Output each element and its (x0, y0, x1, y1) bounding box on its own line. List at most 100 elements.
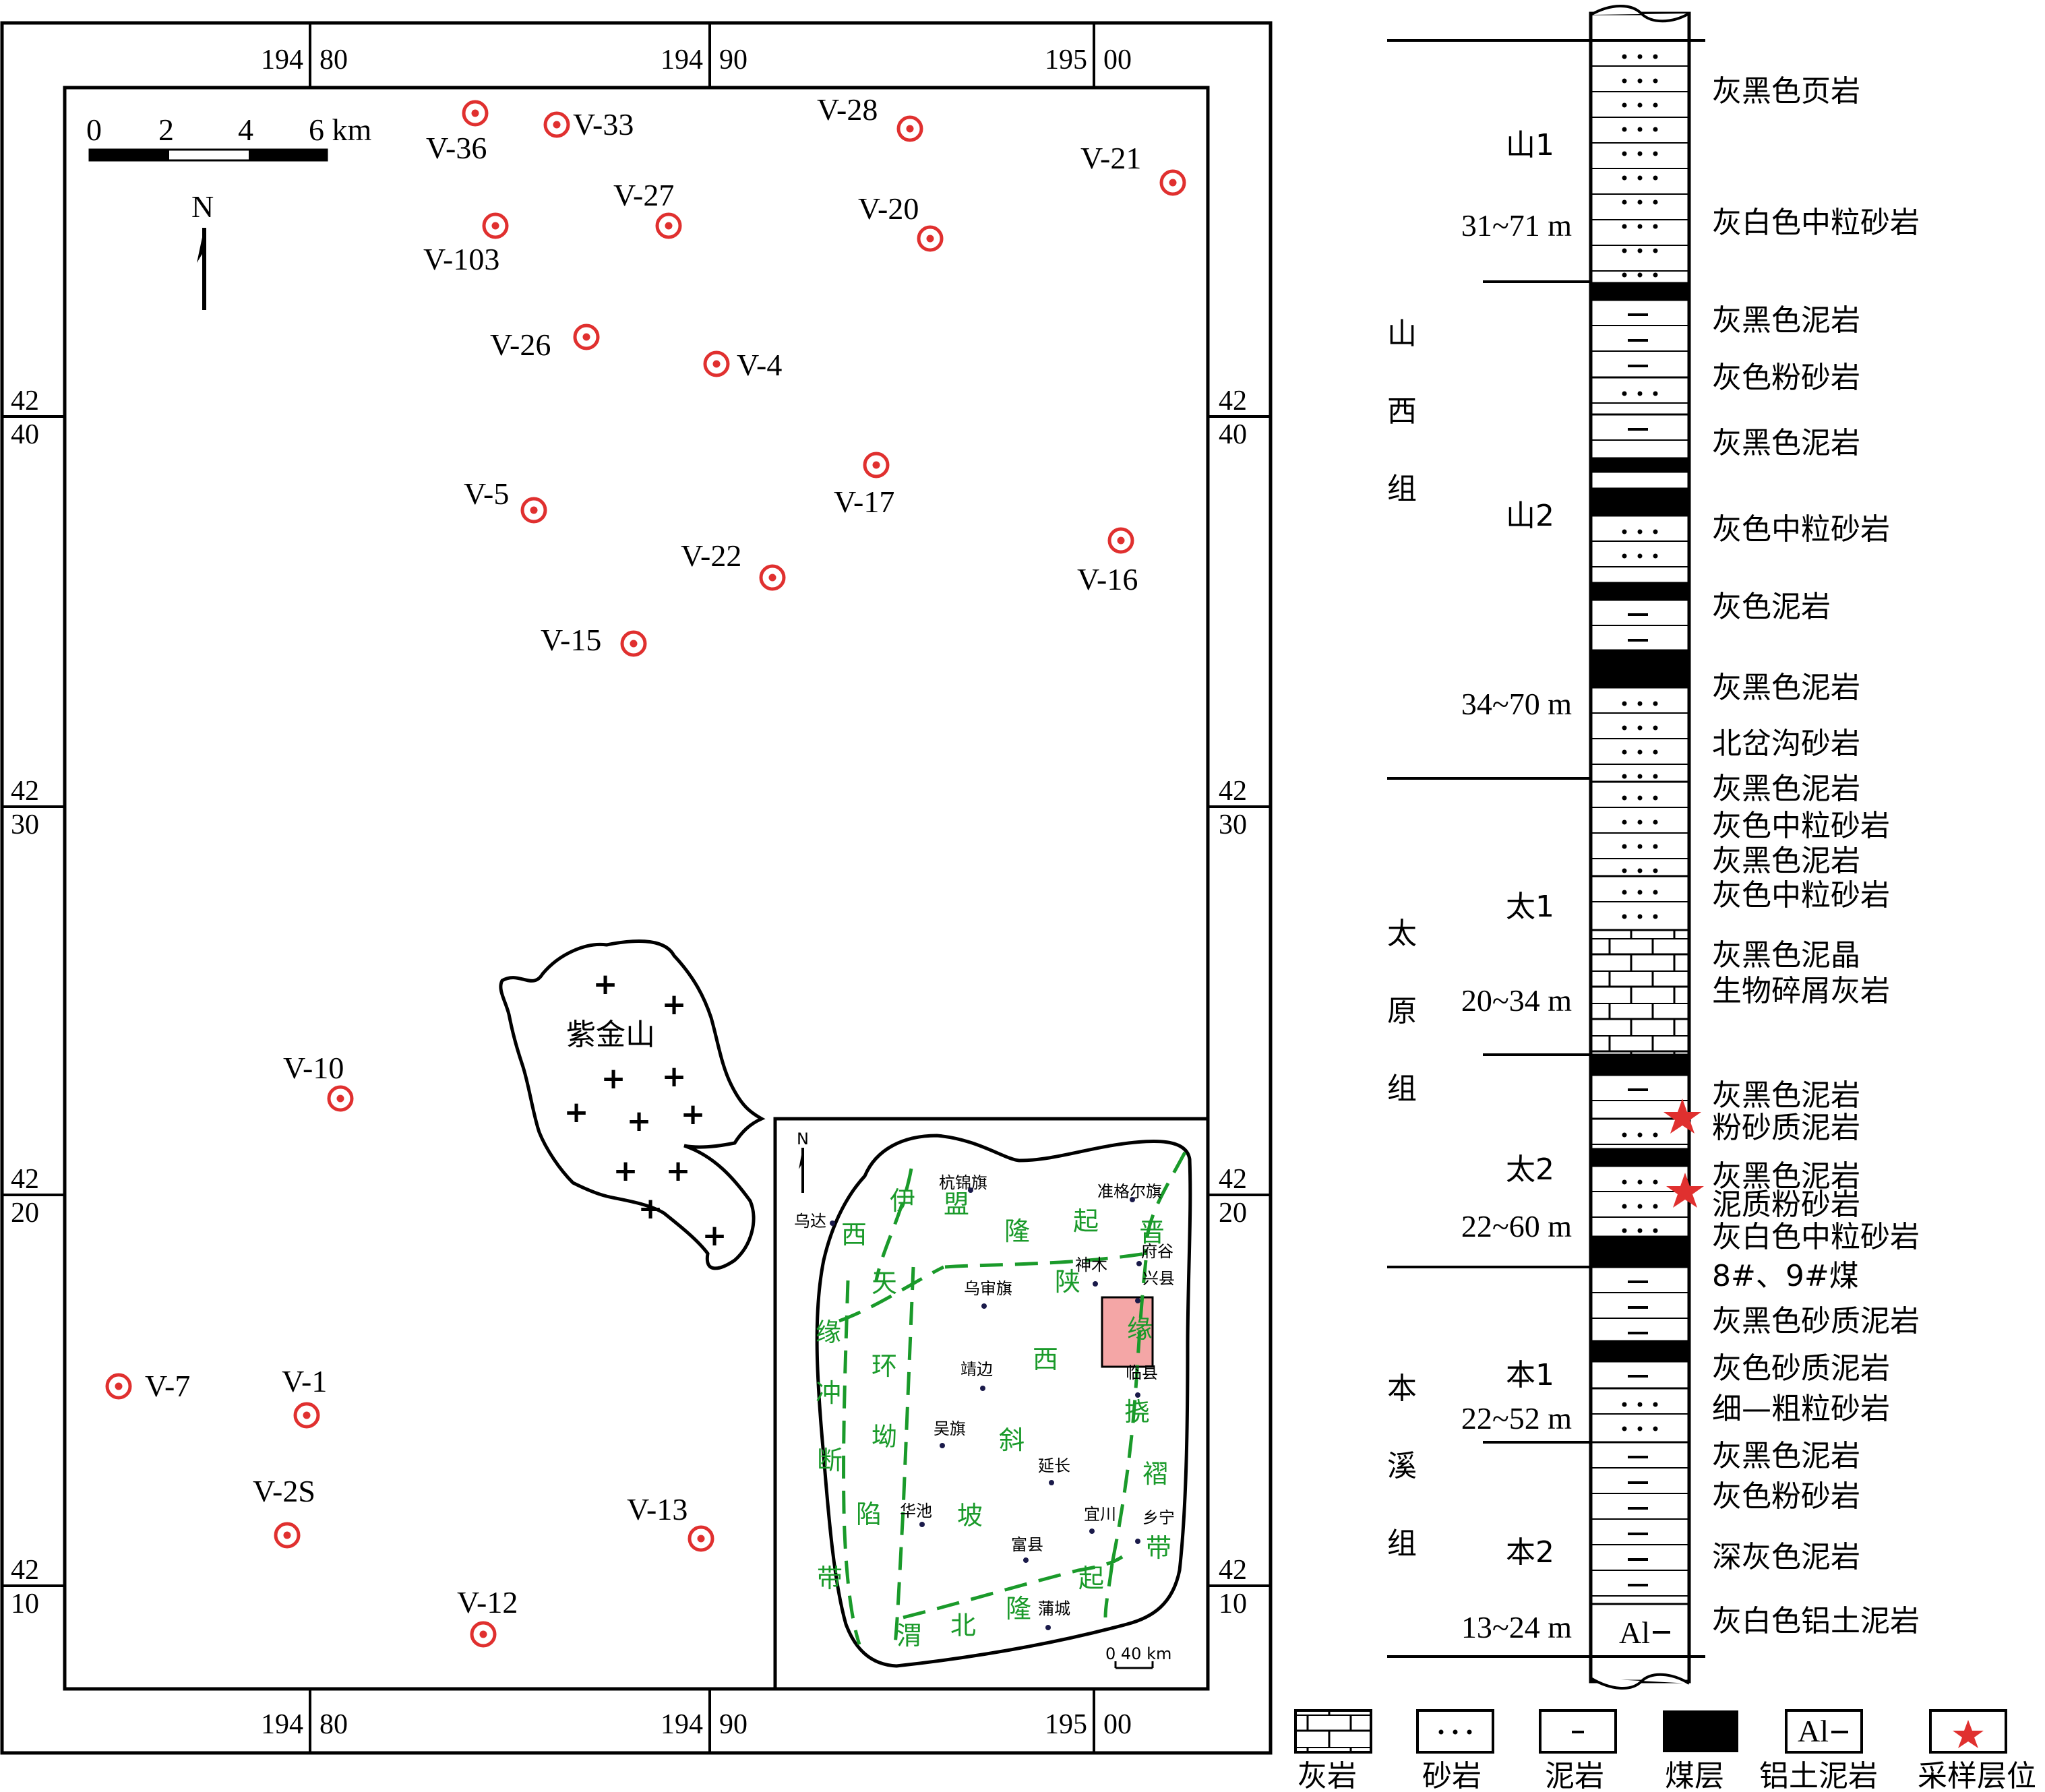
left-coord-minor: 30 (11, 809, 39, 840)
lithology-label: 细—粗粒砂岩 (1712, 1392, 1890, 1426)
inset-scale-bar: 0 40 km (1105, 1644, 1171, 1669)
town-label: 蒲城 (1038, 1599, 1070, 1618)
map-inner-frame (63, 86, 1210, 1691)
svg-text:+: + (601, 1061, 626, 1096)
bauxite-al-mark: Al (1619, 1615, 1650, 1650)
member-name: 太1 (1506, 890, 1554, 924)
well-marker: V-26 (490, 323, 600, 362)
top-coord-minor: 00 (1103, 44, 1132, 75)
lithology-label: 泥质粉砂岩 (1712, 1187, 1860, 1222)
well-label: V-10 (283, 1051, 344, 1085)
bottom-coord-minor: 00 (1103, 1709, 1132, 1740)
formation-char: 西 (1387, 394, 1417, 429)
stratum-coal (1591, 1237, 1689, 1267)
member-thickness: 20~34 m (1461, 983, 1572, 1018)
lithology-label: 灰黑色泥岩 (1712, 303, 1860, 338)
tectonic-unit-char: 坳 (872, 1422, 897, 1452)
lithology-labels: 灰黑色页岩灰白色中粒砂岩灰黑色泥岩灰色粉砂岩灰黑色泥岩灰色中粒砂岩灰色泥岩灰黑色… (1712, 74, 1920, 1638)
stratum-sand (1589, 514, 1690, 584)
town-label: 靖边 (960, 1360, 993, 1379)
lithology-label: 灰黑色砂质泥岩 (1712, 1304, 1920, 1338)
stratum-mud (1589, 470, 1690, 490)
column-top-break (1590, 5, 1690, 23)
town-label: 乌达 (794, 1212, 826, 1231)
tectonic-unit-char: 北 (950, 1611, 976, 1640)
well-marker: V-33 (543, 107, 634, 142)
svg-text:+: + (564, 1095, 589, 1130)
well-marker: V-28 (817, 92, 923, 142)
inset-north-label: N (797, 1130, 809, 1148)
tectonic-unit-char: 缘 (816, 1318, 841, 1347)
column-bottom-break (1589, 1673, 1690, 1690)
svg-text:+: + (681, 1097, 706, 1132)
lithology-label: 灰黑色泥岩 (1712, 1439, 1860, 1473)
well-marker: V-13 (627, 1492, 714, 1552)
member-name: 山1 (1506, 128, 1554, 162)
well-marker: V-36 (426, 100, 489, 165)
scale-bar: 0 2 4 6 km (86, 113, 372, 162)
member-thickness: 13~24 m (1461, 1610, 1572, 1644)
granite-crosses: ++ ++ +++ +++ + (564, 967, 727, 1253)
legend-coal-label: 煤层 (1665, 1759, 1724, 1792)
scale-label-2: 2 (158, 113, 174, 147)
left-coord-major: 42 (11, 385, 39, 416)
tectonic-unit-char: 西 (1033, 1345, 1058, 1374)
well-label: V-28 (817, 92, 878, 127)
sample-positions (1664, 1099, 1704, 1208)
town: 神木 (1075, 1256, 1107, 1287)
map-outer-frame (0, 21, 1273, 1755)
town-label: 富县 (1011, 1535, 1043, 1554)
formation-char: 本 (1387, 1371, 1417, 1406)
inset-towns: 杭锦旗准格尔旗乌达府谷神木兴县乌审旗靖边临县吴旗延长华池宜川乡宁富县蒲城 (794, 1173, 1175, 1630)
lithology-label: 生物碎屑灰岩 (1712, 974, 1890, 1008)
town-label: 宜川 (1084, 1505, 1116, 1524)
tectonic-unit-char: 带 (1146, 1533, 1171, 1563)
legend-bauxite-mudstone: Al 铝土泥岩 (1759, 1709, 1878, 1792)
lithology-label: 灰黑色泥岩 (1712, 844, 1860, 878)
north-label: N (191, 189, 214, 224)
well-marker: V-4 (703, 348, 782, 382)
well-marker: V-16 (1077, 527, 1138, 596)
formation-char: 组 (1387, 1526, 1417, 1561)
top-coord-major: 194 (661, 44, 703, 75)
well-label: V-4 (737, 348, 782, 382)
well-label: V-5 (464, 476, 509, 511)
grid-ticks (2, 23, 1271, 1753)
legend-sample-label: 采样层位 (1918, 1759, 2036, 1792)
town-label: 府谷 (1141, 1242, 1173, 1261)
tectonic-unit-char: 西 (841, 1220, 867, 1249)
formation-char: 溪 (1387, 1449, 1417, 1483)
tectonic-unit-char: 缘 (1127, 1314, 1153, 1344)
town: 华池 (900, 1502, 932, 1527)
lithology-label: 灰白色中粒砂岩 (1712, 1220, 1920, 1254)
town: 杭锦旗 (939, 1173, 987, 1193)
stratum-coal (1591, 1341, 1689, 1361)
lithology-label: 8#、9#煤 (1712, 1259, 1859, 1293)
town: 兴县 (1135, 1269, 1175, 1303)
member-name: 太2 (1506, 1152, 1554, 1187)
town: 宜川 (1084, 1505, 1116, 1534)
formation-char: 组 (1387, 472, 1417, 506)
svg-text:+: + (662, 987, 687, 1022)
top-coord-minor: 80 (319, 44, 348, 75)
well-marker: V-20 (858, 191, 944, 252)
lithology-label: 灰黑色泥岩 (1712, 426, 1860, 460)
svg-text:+: + (638, 1192, 663, 1226)
well-marker: V-22 (681, 538, 786, 591)
tectonic-boundaries (838, 1151, 1187, 1645)
left-coord-minor: 40 (11, 419, 39, 450)
right-coord-major: 42 (1219, 1164, 1247, 1195)
stratum-al: Al (1589, 1603, 1690, 1658)
lithology-label: 灰色砂质泥岩 (1712, 1351, 1890, 1386)
svg-text:+: + (593, 967, 618, 1001)
lithology-label: 灰黑色泥岩 (1712, 671, 1860, 705)
top-coord-major: 195 (1045, 44, 1087, 75)
scale-label-0: 0 (86, 113, 102, 147)
lithology-label: 灰色泥岩 (1712, 590, 1831, 624)
tectonic-unit-char: 天 (872, 1268, 897, 1298)
lithology-label: 灰黑色泥岩 (1712, 772, 1860, 806)
legend-mudstone-label: 泥岩 (1545, 1759, 1604, 1792)
well-label: V-16 (1077, 562, 1138, 596)
